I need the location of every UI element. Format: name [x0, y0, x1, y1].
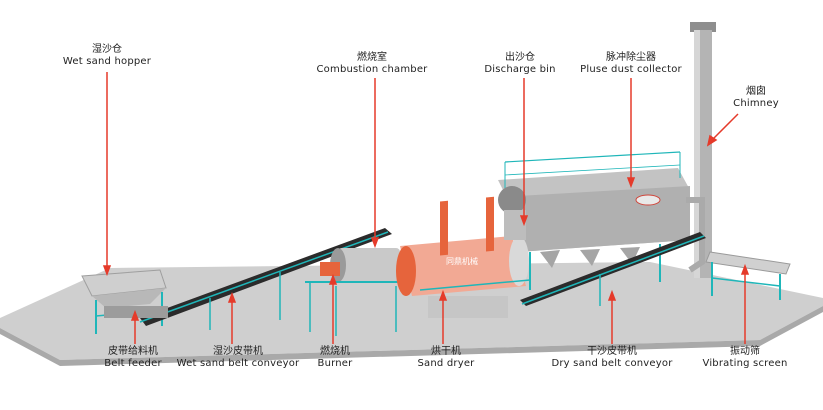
- label-zh: 烘干机: [430, 346, 461, 357]
- label-vibrating-screen: 振动筛 Vibrating screen: [703, 346, 788, 369]
- belt-feeder: [104, 306, 168, 318]
- label-discharge-bin: 出沙仓 Discharge bin: [484, 52, 555, 75]
- label-pulse-dust-collector: 脉冲除尘器 Pluse dust collector: [580, 52, 682, 75]
- wet-sand-belt-conveyor: [139, 228, 392, 330]
- label-zh: 脉冲除尘器: [606, 52, 656, 63]
- label-burner: 燃烧机 Burner: [318, 346, 353, 369]
- label-zh: 湿沙仓: [91, 44, 122, 55]
- callout-arrow-hopper: [102, 265, 112, 277]
- discharge-bin: [504, 210, 526, 240]
- drum-brand-text: 同鼎机械: [446, 256, 478, 266]
- dust-collector: [498, 151, 690, 290]
- label-en: Wet sand hopper: [62, 55, 152, 67]
- label-en: Burner: [317, 357, 353, 369]
- ground-slab: [0, 262, 823, 360]
- label-zh: 干沙皮带机: [587, 346, 637, 357]
- sand-dryer-drum: [396, 196, 531, 318]
- label-en: Sand dryer: [417, 357, 475, 369]
- label-zh: 湿沙皮带机: [213, 346, 263, 357]
- chimney: [690, 22, 716, 278]
- label-en: Wet sand belt conveyor: [176, 357, 300, 369]
- label-en: Dry sand belt conveyor: [551, 357, 673, 369]
- label-chimney: 烟囱 Chimney: [733, 86, 779, 109]
- label-en: Belt feeder: [104, 357, 162, 369]
- label-zh: 燃烧机: [320, 346, 350, 357]
- label-en: Discharge bin: [484, 63, 556, 75]
- label-en: Combustion chamber: [316, 63, 428, 75]
- label-zh: 出沙仓: [505, 52, 535, 63]
- label-en: Pluse dust collector: [580, 63, 682, 75]
- label-wet-sand-hopper: 湿沙仓 Wet sand hopper: [63, 44, 151, 67]
- label-sand-dryer: 烘干机 Sand dryer: [418, 346, 475, 369]
- label-en: Chimney: [733, 97, 779, 109]
- combustion-chamber: [305, 248, 405, 336]
- callout-line-chimney: [711, 113, 739, 141]
- label-wet-sand-belt-conveyor: 湿沙皮带机 Wet sand belt conveyor: [177, 346, 300, 369]
- vibrating-screen: [705, 251, 791, 300]
- label-combustion-chamber: 燃烧室 Combustion chamber: [317, 52, 428, 75]
- callout-lines: [102, 72, 750, 344]
- label-zh: 烟囱: [746, 86, 766, 97]
- label-zh: 振动筛: [730, 346, 760, 357]
- label-en: Vibrating screen: [702, 357, 788, 369]
- label-dry-sand-belt-conveyor: 干沙皮带机 Dry sand belt conveyor: [551, 346, 672, 369]
- label-zh: 皮带给料机: [108, 346, 158, 357]
- dry-sand-belt-conveyor: [520, 232, 706, 306]
- label-belt-feeder: 皮带给料机 Belt feeder: [104, 346, 162, 369]
- label-zh: 燃烧室: [357, 52, 387, 63]
